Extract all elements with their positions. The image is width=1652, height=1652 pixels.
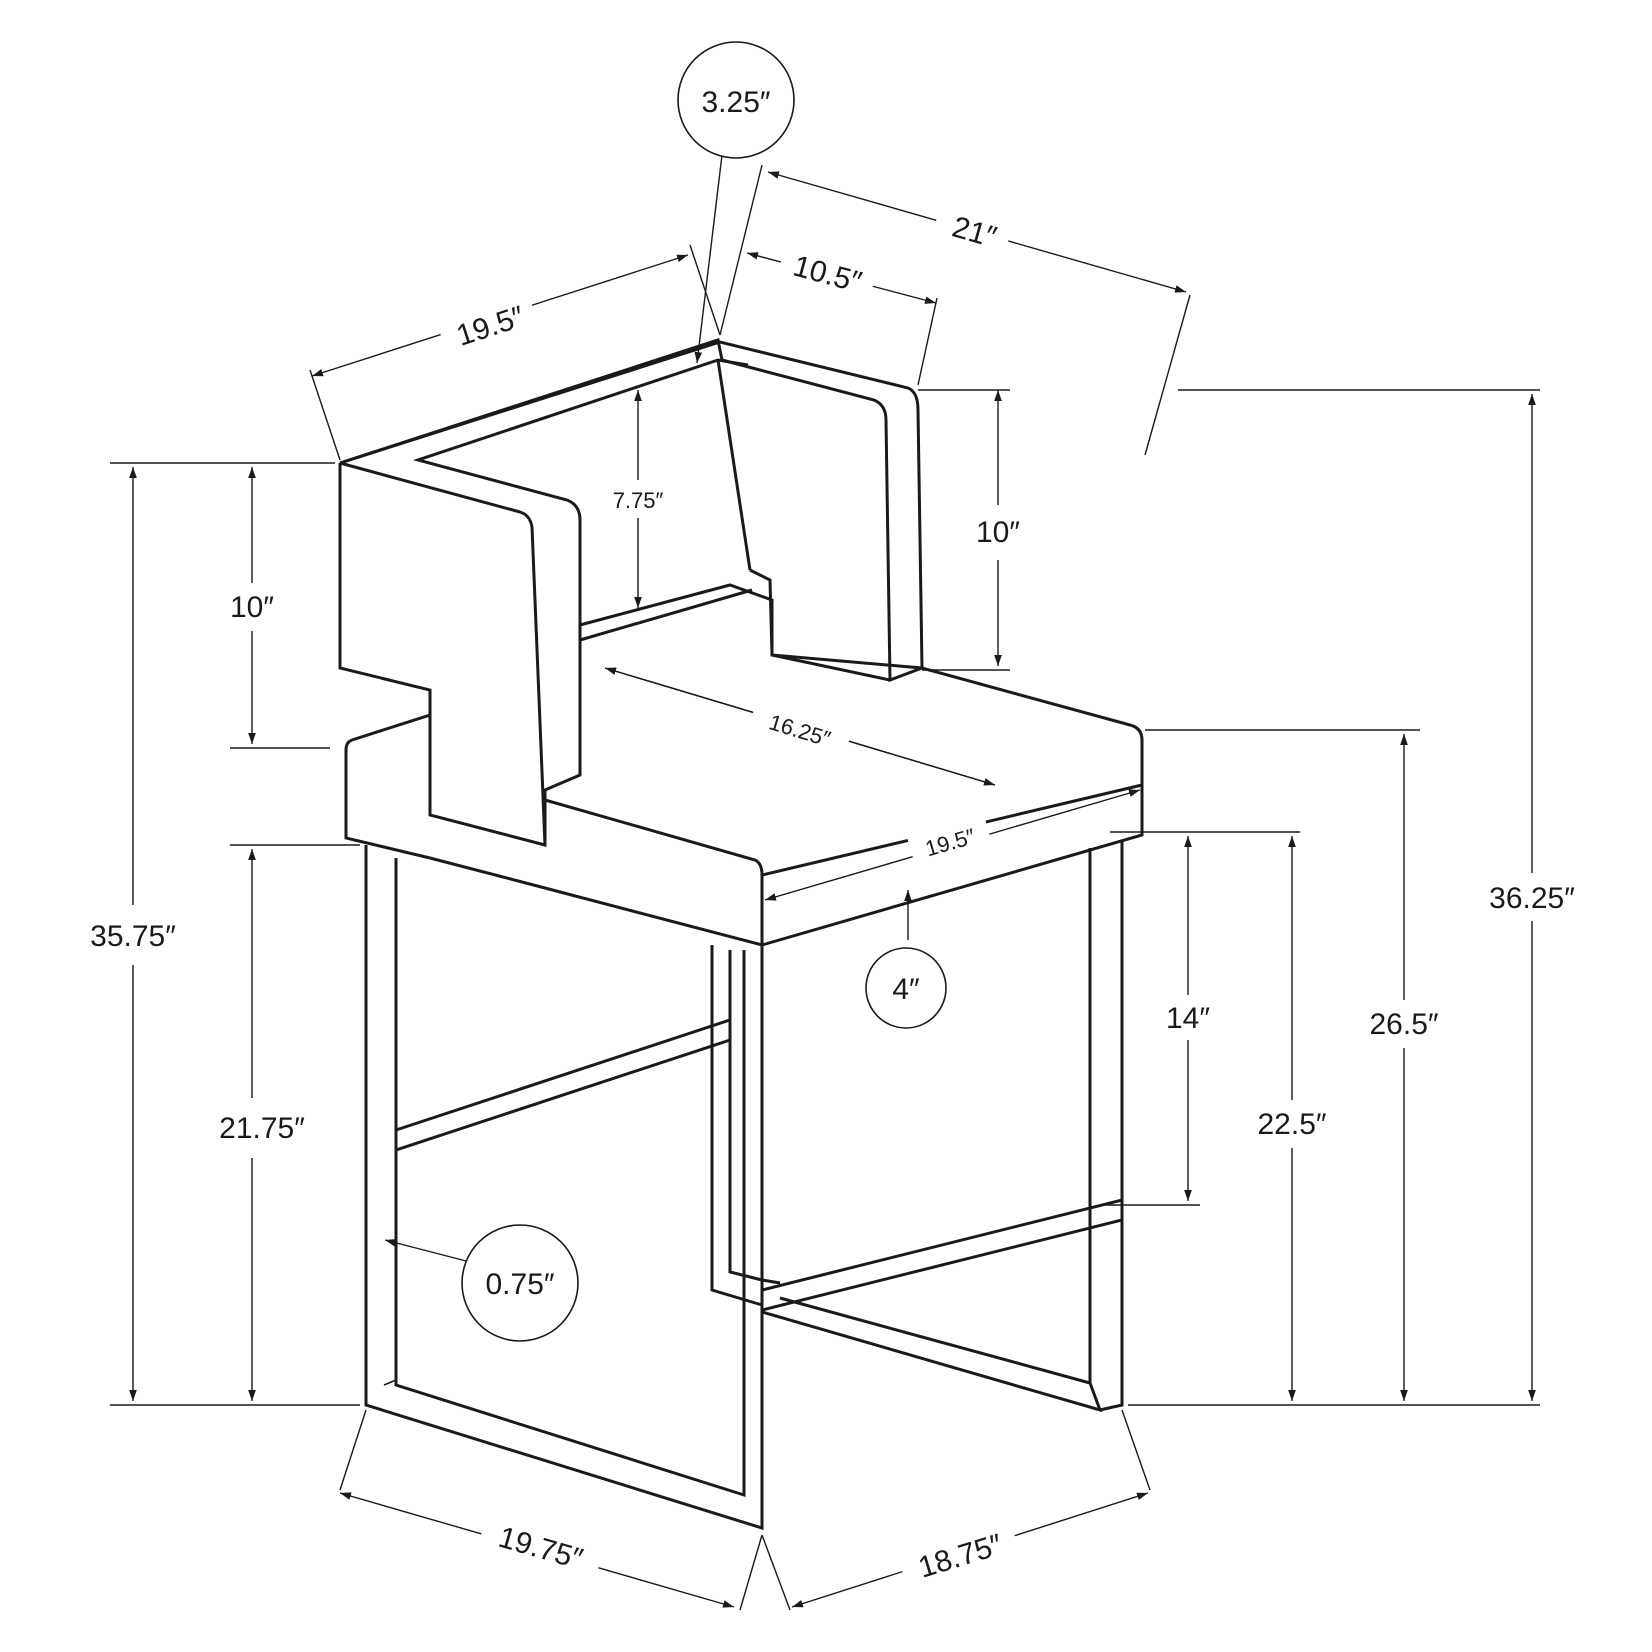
seat-left-wing-bottom xyxy=(344,738,431,860)
base-rail-left-bottom xyxy=(383,1379,397,1386)
label-back-thickness: 3.25″ xyxy=(701,86,770,119)
backrest-vertical-seam xyxy=(716,359,752,571)
label-base-height-left: 21.75″ xyxy=(219,1112,305,1145)
seat-front-left xyxy=(544,798,764,945)
base-bottom-right xyxy=(761,1296,1103,1413)
label-footrest-to-seat: 14″ xyxy=(1166,1002,1210,1035)
base-leg-left-inner xyxy=(394,858,746,1498)
label-arm-height-right: 10″ xyxy=(976,516,1020,549)
footrest-left xyxy=(395,1017,732,1152)
label-back-inner-height: 7.75″ xyxy=(613,488,664,513)
base-leg-right-outer xyxy=(1099,840,1124,1412)
footrest-right-cross xyxy=(761,1278,781,1285)
label-seat-thickness: 4″ xyxy=(892,973,920,1006)
base-leg-left-outer xyxy=(364,845,764,1531)
label-arm-height-left: 10″ xyxy=(230,591,274,624)
footrest-right xyxy=(761,1198,1124,1312)
backrest-left-panel xyxy=(338,358,749,847)
label-base-height-front: 22.5″ xyxy=(1257,1108,1326,1141)
label-seat-height: 26.5″ xyxy=(1369,1008,1438,1041)
seat-top xyxy=(579,583,1144,785)
callout-circles xyxy=(461,41,947,1342)
seat-left-wing xyxy=(351,690,432,742)
label-leg-tube: 0.75″ xyxy=(485,1268,554,1301)
base-leg-rear xyxy=(710,945,763,1307)
base-leg-rear-inner xyxy=(728,950,763,1282)
backrest-top-edge xyxy=(339,338,724,465)
backrest-left-pillar xyxy=(339,461,547,846)
seat-mid-line xyxy=(579,588,753,642)
dimension-lines xyxy=(110,154,1540,1611)
label-total-height: 36.25″ xyxy=(1489,882,1575,915)
dimension-labels: 3.25″ 19.5″ 10.5″ 21″ 7.75″ 10″ 10″ 35.7… xyxy=(70,86,1596,1597)
label-back-height-left: 35.75″ xyxy=(90,920,176,953)
